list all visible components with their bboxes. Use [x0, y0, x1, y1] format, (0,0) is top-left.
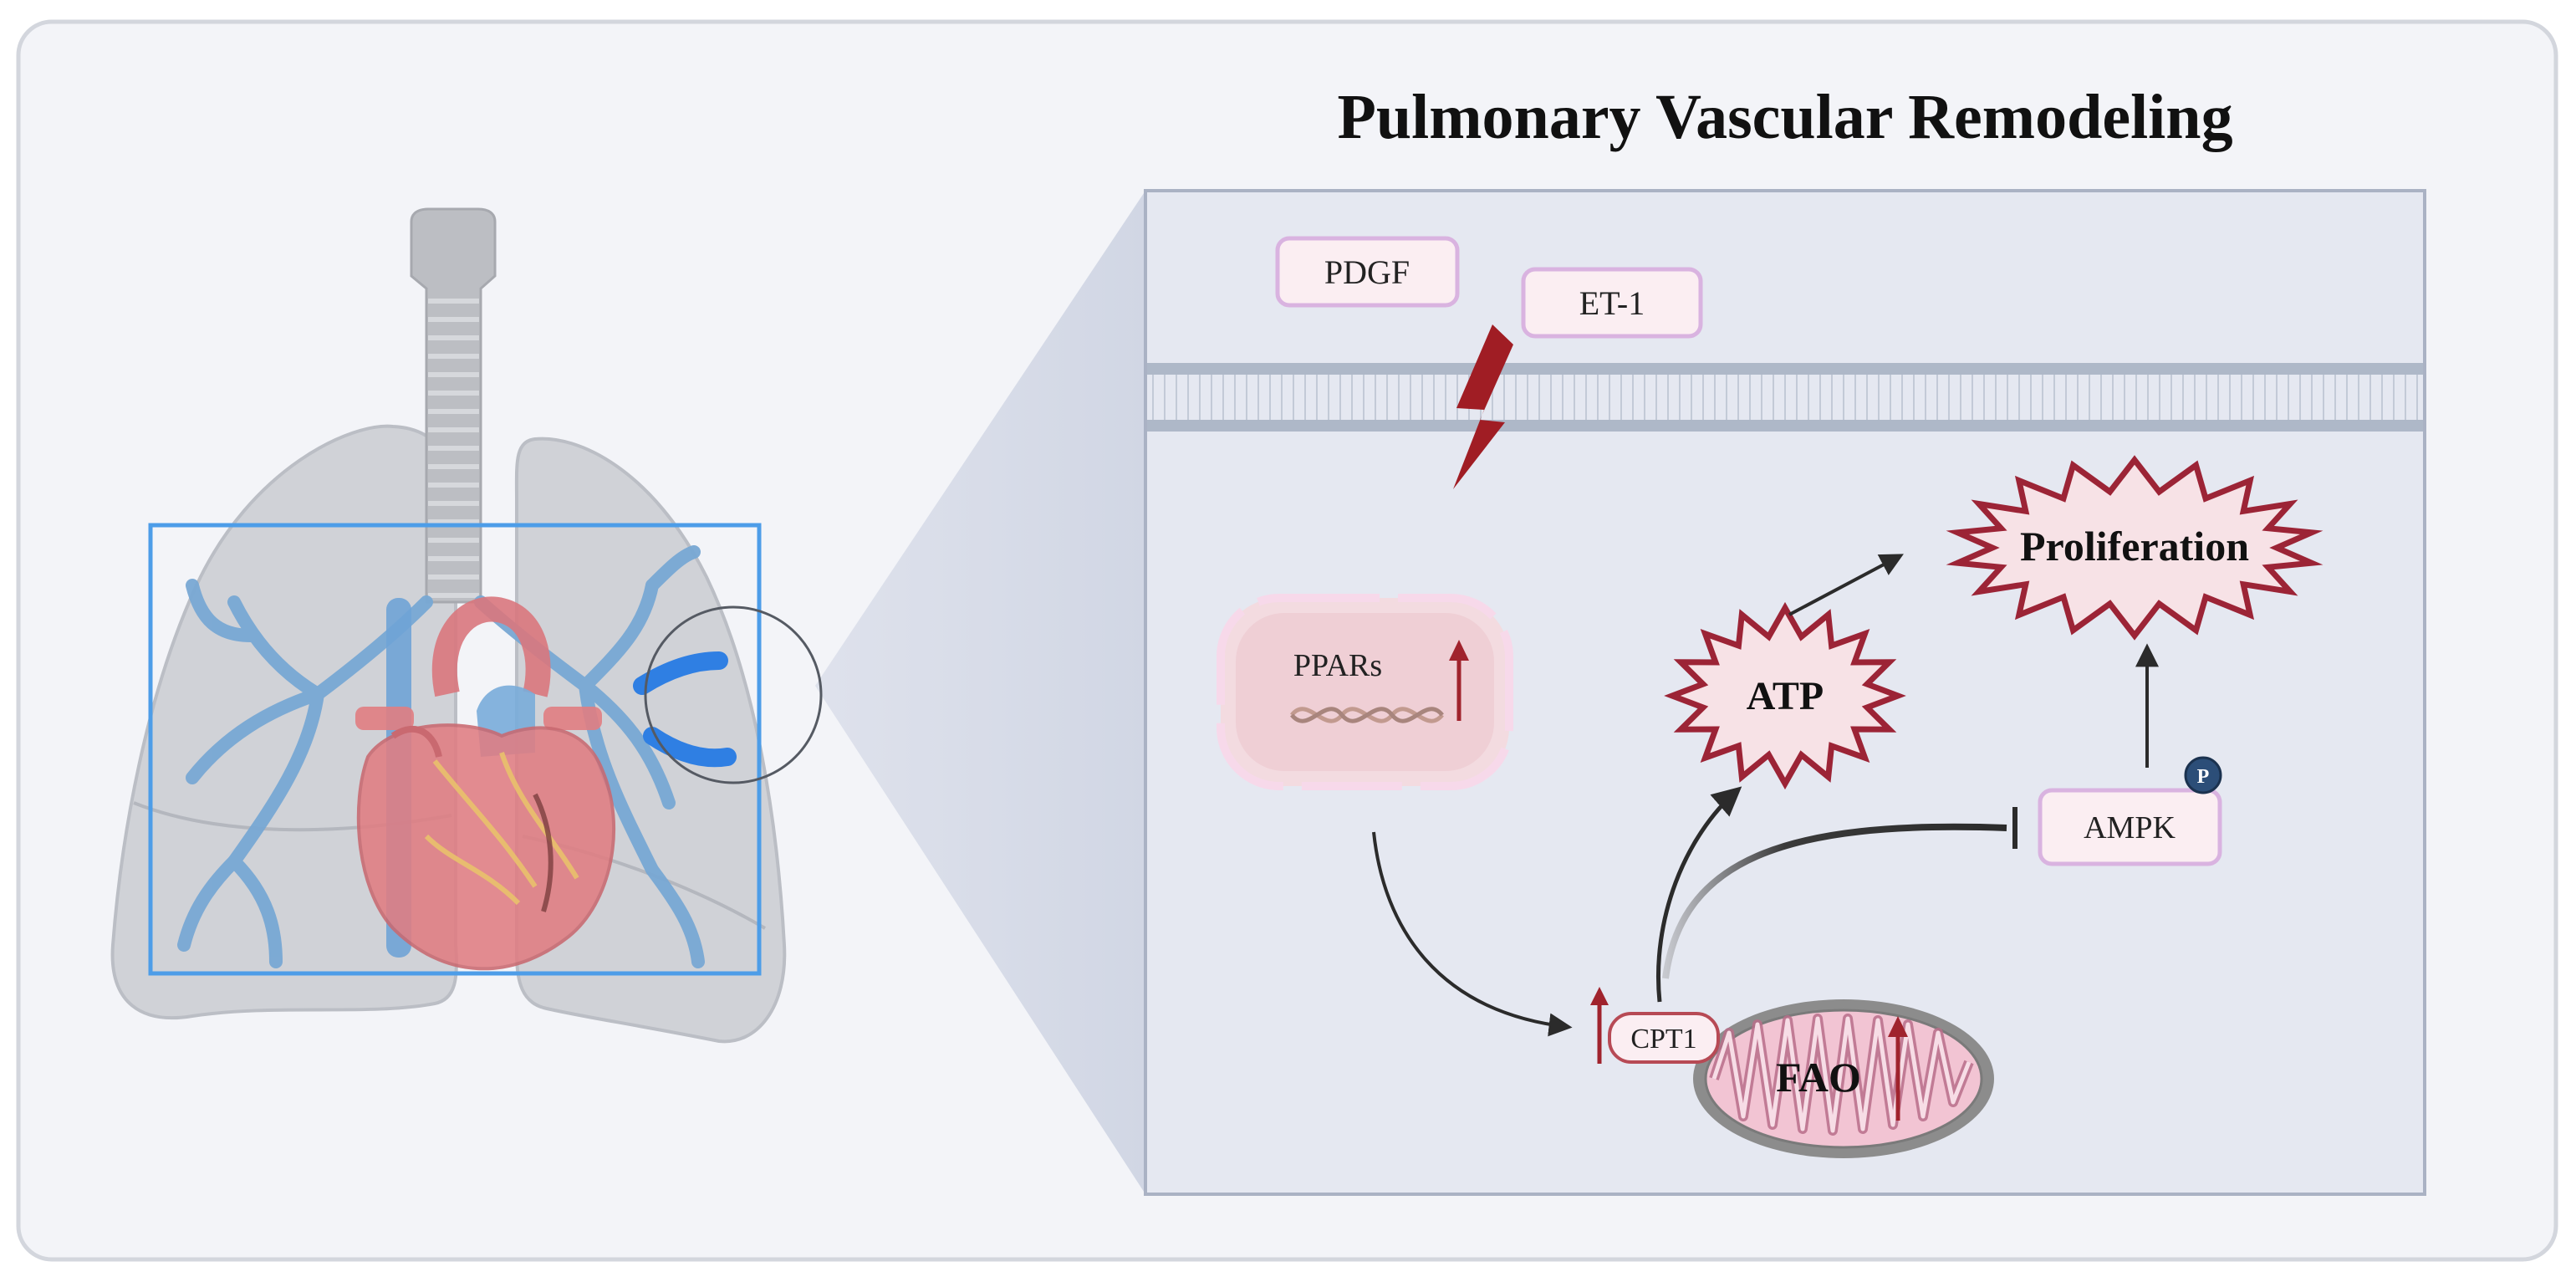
phospho-badge: [2184, 756, 2222, 794]
proliferation-node: Proliferation: [1946, 455, 2324, 641]
zoom-cone: [815, 191, 1145, 1194]
region-highlight-box: [148, 523, 762, 976]
phospho-label: P: [2197, 766, 2210, 788]
arrow-fao-to-atp: [1655, 786, 1742, 1003]
ppars-nucleus: PPARs: [1217, 594, 1513, 790]
aorta: [431, 596, 551, 697]
heart: [356, 723, 616, 971]
atp-node: ATP: [1664, 601, 1906, 790]
inhibition-fao-to-ampk: [1662, 807, 2017, 979]
pulmonary-artery-right: [543, 707, 602, 730]
arrow-atp-to-proliferation: [1788, 554, 1904, 616]
pdgf-label: PDGF: [1324, 253, 1410, 291]
proliferation-label: Proliferation: [2020, 523, 2249, 569]
lung-heart-illustration: [110, 207, 823, 1044]
mitochondrion: FAO: [1693, 999, 1994, 1158]
cpt1-node: CPT1: [1590, 987, 1720, 1064]
cell-membrane: [1147, 363, 2423, 432]
ampk-node: AMPK P: [2038, 756, 2222, 866]
ppars-label: PPARs: [1293, 648, 1382, 683]
cpt1-label: CPT1: [1630, 1024, 1696, 1055]
atp-label: ATP: [1747, 674, 1824, 718]
et1-label: ET-1: [1579, 284, 1645, 322]
pulmonary-artery-left: [355, 707, 414, 730]
dna-icon: [1290, 707, 1444, 723]
pdgf-signal: PDGF: [1275, 236, 1460, 308]
arrow-ppars-to-cpt1: [1372, 831, 1573, 1037]
fao-up-arrow: [1888, 1016, 1908, 1121]
diagram-title: Pulmonary Vascular Remodeling: [1337, 82, 2232, 152]
et1-signal: ET-1: [1521, 267, 1703, 339]
lightning-icon: [1453, 324, 1513, 489]
ppars-up-arrow: [1449, 640, 1469, 721]
magnifier-circle: [644, 605, 823, 784]
fao-label: FAO: [1776, 1054, 1861, 1101]
ampk-label: AMPK: [2084, 810, 2176, 845]
cpt1-up-arrow: [1590, 987, 1609, 1064]
